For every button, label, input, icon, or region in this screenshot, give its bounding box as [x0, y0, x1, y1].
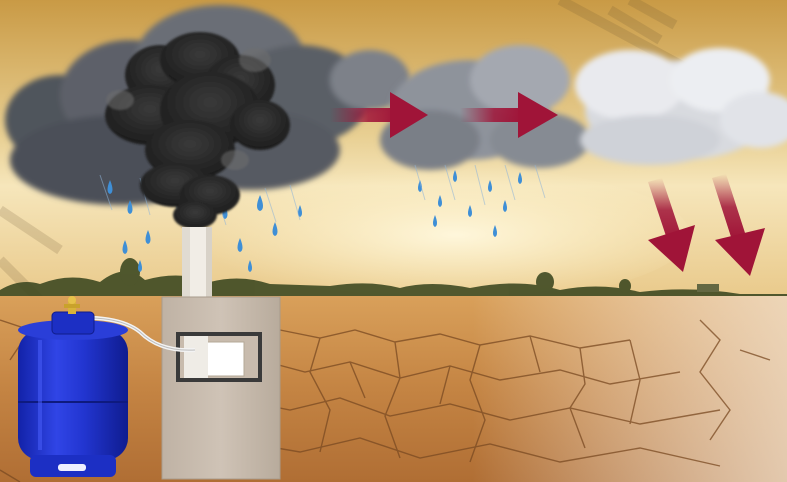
raindrop-icon	[107, 180, 113, 194]
chimney-icon	[182, 227, 212, 297]
valve-icon	[64, 296, 80, 314]
rain-middle	[418, 170, 522, 237]
generator-icon	[161, 296, 281, 480]
sun-glow	[170, 165, 690, 305]
rain-streaks-middle	[414, 164, 546, 206]
arrow-down-icon-1	[648, 178, 695, 272]
windmill-silhouette	[0, 0, 693, 304]
ground-cracks	[0, 319, 771, 482]
arrow-icon-1	[330, 92, 428, 138]
arrow-down-icon-2	[712, 174, 765, 276]
rain-left	[107, 180, 302, 272]
arrow-icon-2	[460, 92, 558, 138]
light-cloud	[575, 48, 787, 165]
gas-cylinder-icon	[18, 311, 128, 477]
smoke-icon	[105, 32, 290, 229]
